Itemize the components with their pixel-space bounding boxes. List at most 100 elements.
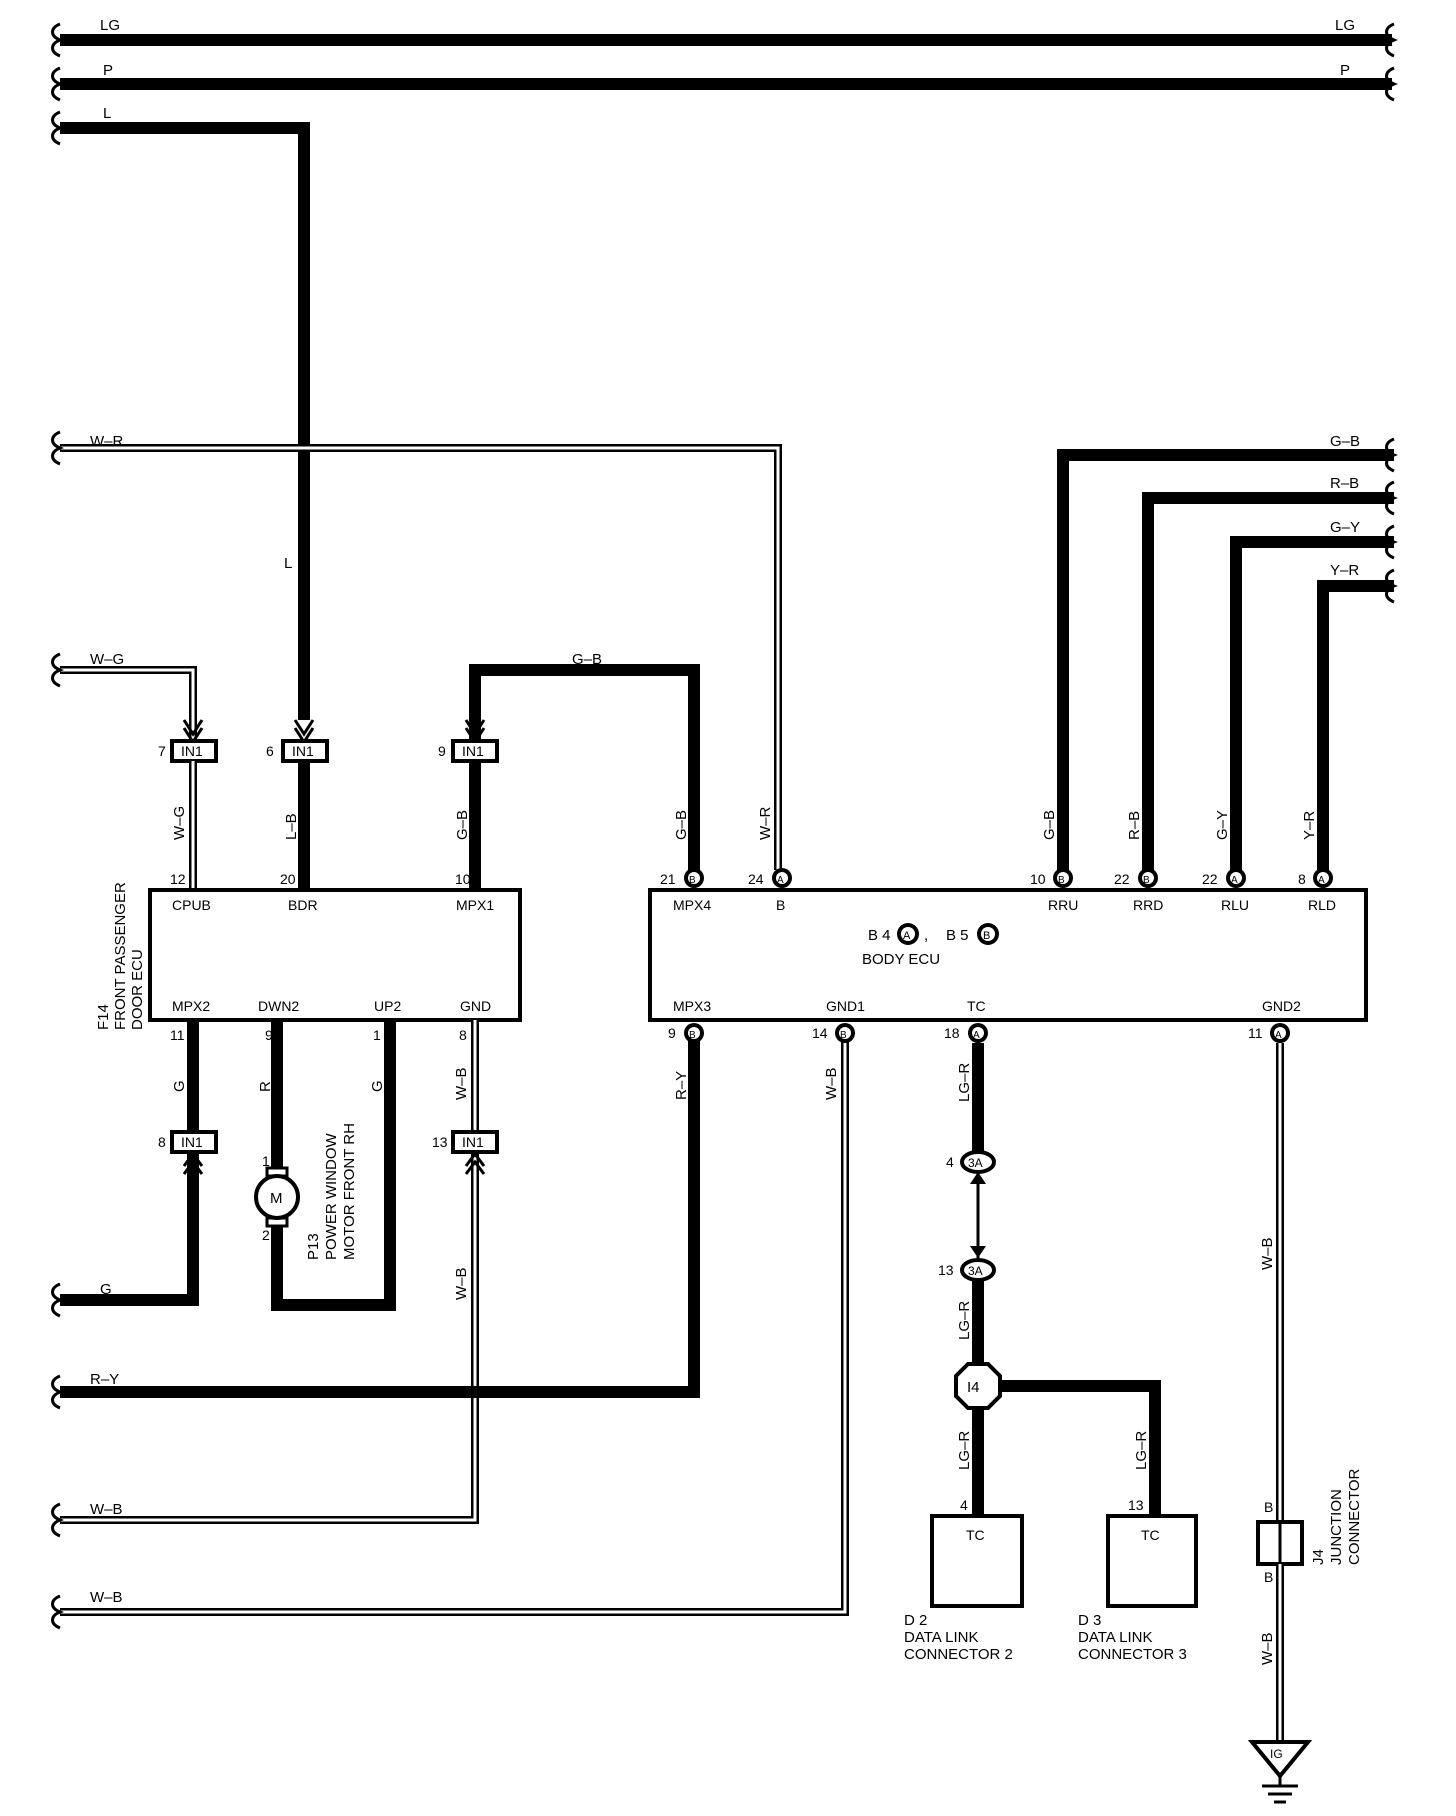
- data-link-connector-3: TC 13 D 3 DATA LINK CONNECTOR 3: [1078, 1497, 1198, 1663]
- label-p-right: P: [1340, 62, 1350, 79]
- svg-text:22: 22: [1114, 871, 1130, 887]
- svg-text:MPX4: MPX4: [673, 897, 711, 913]
- in1-connector-bottom: IN1 8 IN1 13: [158, 1130, 499, 1175]
- svg-text:DWN2: DWN2: [258, 998, 299, 1014]
- svg-text:Y–R: Y–R: [1301, 811, 1318, 840]
- label-w-b-vert1: W–B: [453, 1067, 470, 1100]
- svg-text:9: 9: [438, 743, 446, 759]
- svg-text:R–Y: R–Y: [90, 1371, 119, 1388]
- svg-text:9: 9: [668, 1025, 676, 1041]
- label-w-r-vert: W–R: [757, 807, 774, 841]
- svg-text:B: B: [983, 930, 990, 942]
- svg-text:10: 10: [455, 871, 471, 887]
- door-ecu-name2: DOOR ECU: [129, 949, 146, 1030]
- in1-pin-13: IN1 13: [432, 1130, 499, 1175]
- svg-text:W–B: W–B: [823, 1067, 840, 1100]
- svg-text:CONNECTOR: CONNECTOR: [1346, 1468, 1363, 1565]
- svg-text:9: 9: [265, 1027, 273, 1043]
- svg-text:TC: TC: [967, 998, 986, 1014]
- svg-text:RRD: RRD: [1133, 897, 1163, 913]
- svg-text:B 5: B 5: [946, 927, 969, 944]
- svg-text:R–B: R–B: [1330, 475, 1359, 492]
- svg-text:I4: I4: [967, 1379, 980, 1396]
- data-link-connector-2: TC 4 D 2 DATA LINK CONNECTOR 2: [904, 1497, 1024, 1663]
- label-p-left: P: [103, 62, 113, 79]
- svg-text:G–Y: G–Y: [1214, 810, 1231, 840]
- svg-text:A: A: [903, 930, 911, 942]
- svg-text:B: B: [689, 875, 696, 886]
- svg-text:W–B: W–B: [90, 1589, 123, 1606]
- svg-text:22: 22: [1202, 871, 1218, 887]
- svg-text:CONNECTOR 2: CONNECTOR 2: [904, 1646, 1013, 1663]
- svg-text:B: B: [689, 1030, 696, 1041]
- svg-text:8: 8: [459, 1027, 467, 1043]
- label-l-mid: L: [284, 555, 292, 572]
- svg-text:TC: TC: [966, 1527, 985, 1543]
- junction-i4: [954, 1362, 1002, 1410]
- label-r-vert: R: [257, 1081, 274, 1092]
- svg-text:B: B: [776, 897, 785, 913]
- svg-text:POWER WINDOW: POWER WINDOW: [323, 1133, 340, 1260]
- svg-text:A: A: [1318, 875, 1325, 886]
- svg-text:B: B: [1264, 1499, 1273, 1515]
- svg-text:11: 11: [1248, 1025, 1263, 1041]
- svg-text:A: A: [1231, 875, 1238, 886]
- svg-text:3A: 3A: [968, 1264, 983, 1278]
- svg-text:3A: 3A: [968, 1156, 983, 1170]
- label-g-vert2: G: [369, 1080, 386, 1092]
- svg-text:G–B: G–B: [1041, 810, 1058, 840]
- svg-text:MOTOR FRONT RH: MOTOR FRONT RH: [341, 1123, 358, 1260]
- ground-icon: [1247, 1740, 1313, 1780]
- svg-text:A: A: [973, 1030, 980, 1041]
- door-ecu-id: F14: [95, 1004, 112, 1030]
- svg-text:M: M: [270, 1190, 283, 1207]
- motor-icon: [254, 1174, 300, 1220]
- svg-text:MPX3: MPX3: [673, 998, 711, 1014]
- bus-wires: LG LG P P L: [51, 17, 1396, 720]
- svg-text:DATA LINK: DATA LINK: [1078, 1629, 1152, 1646]
- svg-text:GND1: GND1: [826, 998, 865, 1014]
- in1-pin-8: IN1 8: [158, 1130, 218, 1175]
- svg-text:B 4: B 4: [868, 927, 891, 944]
- label-l-left: L: [103, 105, 111, 122]
- svg-text:18: 18: [944, 1025, 960, 1041]
- svg-text:G–Y: G–Y: [1330, 519, 1360, 536]
- label-g-left: G: [100, 1281, 112, 1298]
- svg-text:IN1: IN1: [181, 743, 203, 759]
- label-w-g: W–G: [90, 651, 124, 668]
- svg-text:G–B: G–B: [1330, 433, 1360, 450]
- svg-text:DATA LINK: DATA LINK: [904, 1629, 978, 1646]
- svg-text:12: 12: [170, 871, 186, 887]
- svg-text:24: 24: [748, 871, 764, 887]
- svg-text:W–B: W–B: [1259, 1237, 1276, 1270]
- label-w-b-left1: W–B: [90, 1501, 123, 1518]
- svg-text:W–B: W–B: [1259, 1632, 1276, 1665]
- svg-text:A: A: [777, 875, 784, 886]
- label-lg-left: LG: [100, 17, 120, 34]
- svg-text:RLU: RLU: [1221, 897, 1249, 913]
- ground-chain: W–B B B W–B J4 JUNCTION CONNECTOR IG: [1247, 1043, 1363, 1804]
- svg-text:13: 13: [938, 1262, 954, 1278]
- svg-text:R–Y: R–Y: [673, 1071, 690, 1100]
- label-g-b-door: G–B: [454, 810, 471, 840]
- svg-text:A: A: [1275, 1030, 1282, 1041]
- wire-w-r-group: W–R W–R: [51, 430, 782, 870]
- label-lg-right: LG: [1335, 17, 1355, 34]
- svg-text:14: 14: [812, 1025, 828, 1041]
- svg-text:LG–R: LG–R: [1133, 1431, 1150, 1470]
- svg-text:IN1: IN1: [462, 1134, 484, 1150]
- power-window-motor: M 1 2 P13 POWER WINDOW MOTOR FRONT RH: [254, 1123, 358, 1260]
- svg-text:1: 1: [373, 1027, 381, 1043]
- svg-text:LG–R: LG–R: [956, 1431, 973, 1470]
- svg-text:RLD: RLD: [1308, 897, 1336, 913]
- svg-text:BDR: BDR: [288, 897, 318, 913]
- svg-text:CPUB: CPUB: [172, 897, 211, 913]
- svg-text:13: 13: [432, 1134, 448, 1150]
- svg-text:Y–R: Y–R: [1330, 562, 1359, 579]
- body-ecu: B A B B A A 21 24 10 22 22 8 MPX4 B RRU …: [648, 868, 1368, 1043]
- wire-l: [60, 122, 310, 720]
- svg-text:JUNCTION: JUNCTION: [1328, 1489, 1345, 1565]
- svg-text:11: 11: [170, 1027, 185, 1043]
- svg-text:GND2: GND2: [1262, 998, 1301, 1014]
